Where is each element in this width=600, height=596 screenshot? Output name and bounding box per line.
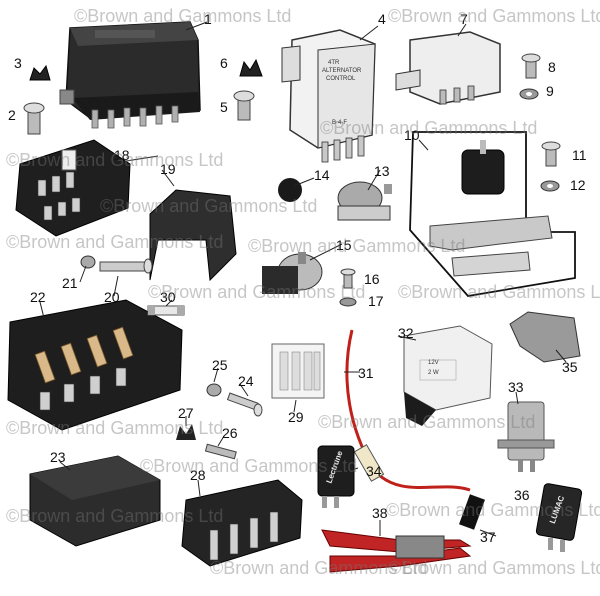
part-37-capacitor	[459, 494, 485, 530]
part-33-flasher-can	[497, 401, 555, 472]
part-32-flasher	[403, 325, 493, 426]
callout-9: 9	[546, 83, 554, 99]
callout-19: 19	[160, 161, 176, 177]
part-4-alternator-control	[281, 29, 376, 163]
part-2-screw	[23, 102, 45, 135]
callout-6: 6	[220, 55, 228, 71]
part-17-washer	[339, 297, 357, 307]
callout-21: 21	[62, 275, 78, 291]
part-8-screw	[521, 53, 541, 79]
callout-16: 16	[364, 271, 380, 287]
callout-2: 2	[8, 107, 16, 123]
part-18-fuse-block	[15, 139, 131, 237]
callout-23: 23	[50, 449, 66, 465]
part-12-washer	[540, 180, 560, 192]
part-20-screw	[99, 258, 153, 274]
part-28-terminal-block	[181, 479, 303, 567]
alternator-label-line-3: CONTROL	[326, 76, 356, 82]
part-27-clip	[176, 424, 196, 440]
callout-33: 33	[508, 379, 524, 395]
callout-35: 35	[562, 359, 578, 375]
part-3-clip	[29, 64, 51, 81]
sticker-label: B·4·F	[332, 120, 347, 126]
part-15-switch	[262, 252, 323, 294]
callout-1: 1	[204, 11, 212, 27]
callout-24: 24	[238, 373, 254, 389]
callout-26: 26	[222, 425, 238, 441]
callout-15: 15	[336, 237, 352, 253]
part-14-cap	[278, 178, 302, 202]
part-38-crimp-tool	[321, 529, 472, 573]
callout-12: 12	[570, 177, 586, 193]
callout-7: 7	[460, 11, 468, 27]
callout-38: 38	[372, 505, 388, 521]
flasher-label-line-1: 12V	[428, 360, 439, 366]
callout-28: 28	[190, 467, 206, 483]
part-23-cover	[29, 455, 161, 547]
callout-11: 11	[572, 147, 587, 163]
callout-20: 20	[104, 289, 120, 305]
part-25-washer	[206, 383, 222, 397]
callout-4: 4	[378, 11, 386, 27]
callout-31: 31	[358, 365, 374, 381]
part-30-fuse	[147, 305, 185, 316]
part-21-washer	[80, 255, 96, 269]
callout-37: 37	[480, 529, 496, 545]
callout-36: 36	[514, 487, 530, 503]
callout-13: 13	[374, 163, 390, 179]
part-7-relay	[395, 31, 501, 105]
alternator-label-line-1: 4TR	[328, 60, 340, 66]
callout-29: 29	[288, 409, 304, 425]
callout-22: 22	[30, 289, 46, 305]
part-26-screw	[204, 443, 237, 460]
part-5-screw	[233, 90, 255, 121]
part-22-fuse-block	[7, 299, 183, 431]
callout-5: 5	[220, 99, 228, 115]
flasher-label-line-2: 2 W	[428, 370, 439, 376]
callout-3: 3	[14, 55, 22, 71]
leader-lines	[39, 21, 567, 537]
callout-34: 34	[366, 463, 382, 479]
part-29-fuse-pack	[271, 343, 325, 399]
callout-18: 18	[114, 147, 130, 163]
part-16-screw	[340, 268, 356, 289]
alternator-label-line-2: ALTERNATOR	[322, 68, 362, 74]
part-19-cover	[149, 189, 237, 282]
callout-25: 25	[212, 357, 228, 373]
part-35-bracket	[509, 311, 581, 363]
part-11-screw	[541, 141, 561, 167]
callout-30: 30	[160, 289, 176, 305]
callout-27: 27	[178, 405, 194, 421]
part-9-washer	[519, 88, 539, 100]
part-6-clip	[239, 58, 263, 77]
callout-17: 17	[368, 293, 384, 309]
callout-14: 14	[314, 167, 330, 183]
part-36-flasher-can	[535, 483, 583, 552]
part-10-inset	[409, 131, 576, 297]
part-1-control-box	[59, 21, 201, 129]
part-13-solenoid	[337, 181, 392, 221]
part-24-screw	[226, 392, 263, 417]
callout-10: 10	[404, 127, 420, 143]
part-34-flasher-can	[317, 445, 355, 508]
callout-8: 8	[548, 59, 556, 75]
callout-32: 32	[398, 325, 414, 341]
